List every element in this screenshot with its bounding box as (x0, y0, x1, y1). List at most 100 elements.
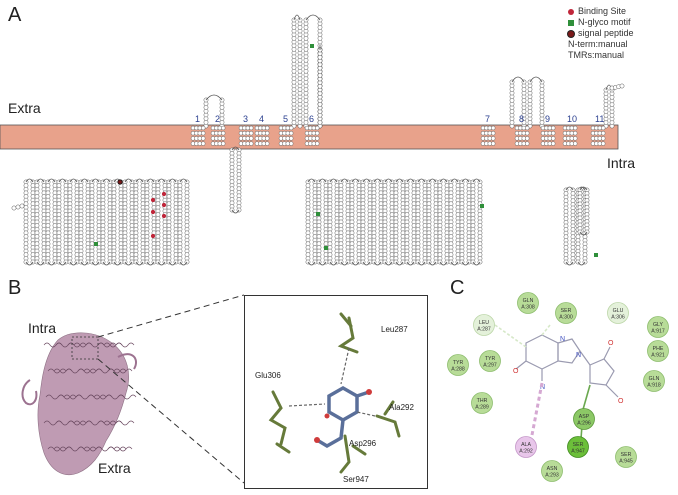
n-glyco-marker (480, 204, 484, 208)
svg-text:A:292: A:292 (519, 449, 533, 455)
interaction-diagram: O N N O O N GLNA:308SERA:300LEUA:287GLUA… (447, 292, 669, 482)
tmr-number: 11 (595, 114, 604, 124)
svg-text:A:289: A:289 (475, 405, 489, 411)
intra-label-b: Intra (28, 320, 57, 336)
tm-helices (190, 125, 606, 146)
svg-text:SER: SER (561, 308, 572, 314)
svg-text:PHE: PHE (653, 346, 664, 352)
svg-text:GLN: GLN (523, 298, 534, 304)
binding-pocket-detail: Leu287 Glu306 Ala292 Asp296 Ser947 (255, 312, 414, 484)
extra-label-b: Extra (98, 460, 131, 476)
svg-text:A:945: A:945 (619, 459, 633, 465)
svg-text:GLU: GLU (613, 308, 624, 314)
helix-coils (43, 342, 137, 452)
svg-text:O: O (608, 340, 614, 347)
legend-n-glyco: N-glyco motif (568, 17, 634, 28)
ligand-structure (515, 334, 619, 398)
legend-label: Binding Site (578, 6, 627, 16)
svg-text:A:288: A:288 (451, 367, 465, 373)
panel-a-letter: A (8, 4, 22, 26)
svg-text:N: N (560, 336, 565, 343)
svg-text:N: N (540, 384, 545, 391)
residue-label-ala292: Ala292 (389, 403, 414, 412)
zoom-line-top (97, 294, 245, 338)
tmr-number: 6 (309, 114, 314, 124)
interacting-residues: GLNA:308SERA:300LEUA:287GLUA:306GLYA:917… (447, 292, 669, 482)
tmr-number: 1 (195, 114, 200, 124)
svg-text:ASP: ASP (579, 414, 590, 420)
tmr-number: 2 (215, 114, 220, 124)
ligand-oxygens (314, 389, 372, 443)
svg-text:TYR: TYR (485, 356, 496, 362)
n-glyco-marker-icon (568, 19, 574, 26)
svg-text:A:308: A:308 (521, 305, 535, 311)
n-glyco-marker (324, 246, 328, 250)
svg-text:A:297: A:297 (483, 363, 497, 369)
tmr-number: 5 (283, 114, 288, 124)
residue-label-ser947: Ser947 (343, 475, 369, 484)
svg-text:A:293: A:293 (545, 473, 559, 479)
tmr-number: 7 (485, 114, 490, 124)
n-glyco-marker (594, 253, 598, 257)
svg-text:A:917: A:917 (651, 329, 665, 335)
topology-diagram: 1 2 3 4 5 6 7 8 9 10 11 (0, 14, 625, 266)
n-glyco-marker (94, 242, 98, 246)
legend: Binding Site N-glyco motif signal peptid… (568, 6, 634, 61)
protein-cartoon (21, 332, 137, 475)
residue-markers (94, 44, 598, 257)
svg-text:A:296: A:296 (577, 421, 591, 427)
tmr-number: 4 (259, 114, 264, 124)
tmr-number: 10 (567, 114, 577, 124)
svg-text:LEU: LEU (479, 320, 489, 326)
binding-site-marker (150, 197, 156, 203)
svg-text:A:947: A:947 (571, 449, 585, 455)
svg-text:SER: SER (621, 452, 632, 458)
svg-text:ALA: ALA (521, 442, 531, 448)
svg-text:N: N (576, 352, 581, 359)
extra-label-a: Extra (8, 100, 41, 116)
svg-text:ASN: ASN (547, 466, 558, 472)
svg-text:TYR: TYR (453, 360, 464, 366)
tmr-number: 8 (519, 114, 524, 124)
intra-label-a: Intra (607, 155, 636, 171)
binding-site-marker (150, 209, 156, 215)
svg-text:A:918: A:918 (647, 383, 661, 389)
binding-site-marker-icon (568, 8, 574, 15)
legend-label: signal peptide (578, 28, 634, 38)
svg-text:A:306: A:306 (611, 315, 625, 321)
binding-site-marker (161, 191, 167, 197)
n-glyco-marker (310, 44, 314, 48)
svg-text:O: O (618, 398, 624, 405)
svg-text:SER: SER (573, 442, 584, 448)
svg-text:GLN: GLN (649, 376, 660, 382)
panel-b-letter: B (8, 277, 22, 299)
tmr-number: 9 (545, 114, 550, 124)
signal-peptide-marker (117, 179, 123, 185)
legend-nterm: N-term:manual (568, 39, 628, 49)
tmr-number: 3 (243, 114, 248, 124)
n-glyco-marker (316, 212, 320, 216)
svg-text:O: O (513, 368, 519, 375)
binding-pocket-box (71, 336, 99, 360)
signal-peptide-marker-icon (568, 30, 574, 37)
svg-text:A:287: A:287 (477, 327, 491, 333)
binding-site-marker (161, 202, 167, 208)
legend-tmrs: TMRs:manual (568, 50, 625, 60)
svg-text:GLY: GLY (653, 322, 664, 328)
svg-text:THR: THR (477, 398, 488, 404)
residue-label-asp296: Asp296 (349, 439, 377, 448)
binding-site-marker (150, 233, 156, 239)
